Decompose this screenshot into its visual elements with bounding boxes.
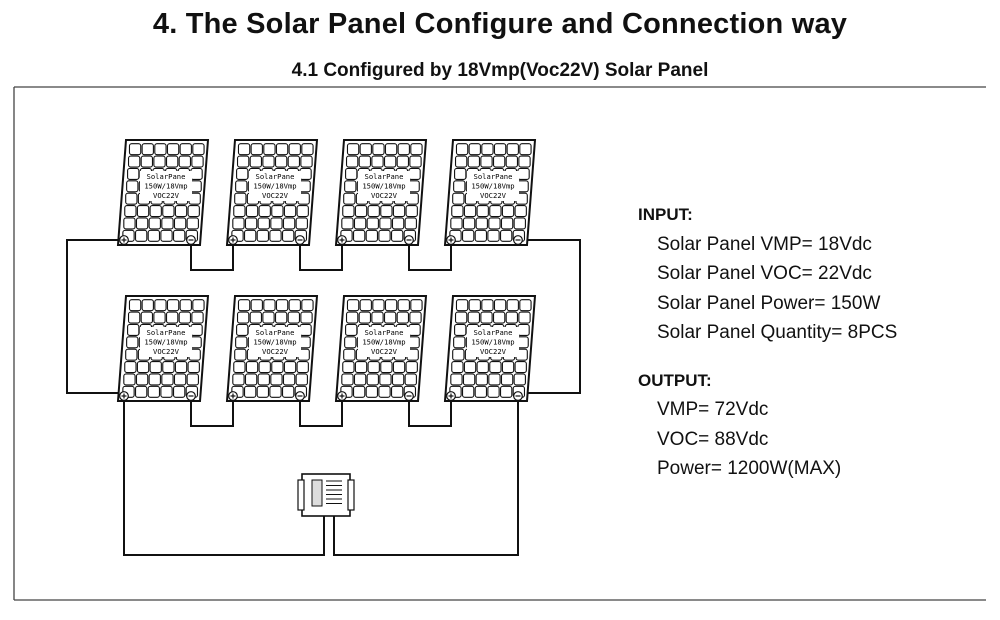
panel-label-line2: 150W/18Vmp bbox=[144, 182, 187, 191]
input-item-voc: Solar Panel VOC= 22Vdc bbox=[657, 263, 872, 284]
panel-label-line1: SolarPane bbox=[365, 172, 404, 181]
input-heading: INPUT: bbox=[638, 205, 693, 224]
panel-label-line2: 150W/18Vmp bbox=[471, 182, 514, 191]
positive-terminal-icon bbox=[337, 391, 347, 401]
panel-label-line3: VOC22V bbox=[153, 191, 180, 200]
negative-terminal-icon bbox=[186, 391, 196, 401]
panel-label-line3: VOC22V bbox=[262, 191, 289, 200]
wire bbox=[123, 396, 325, 556]
panel-label-line3: VOC22V bbox=[371, 191, 398, 200]
panel-label-line1: SolarPane bbox=[365, 328, 404, 337]
panel-label-line1: SolarPane bbox=[474, 328, 513, 337]
panel-label-line1: SolarPane bbox=[147, 172, 186, 181]
wire bbox=[190, 396, 234, 427]
negative-terminal-icon bbox=[295, 235, 305, 245]
panel-label-line3: VOC22V bbox=[480, 347, 507, 356]
panel-label-line3: VOC22V bbox=[480, 191, 507, 200]
panel-label-line3: VOC22V bbox=[153, 347, 180, 356]
negative-terminal-icon bbox=[295, 391, 305, 401]
wire bbox=[190, 240, 234, 271]
page-subtitle: 4.1 Configured by 18Vmp(Voc22V) Solar Pa… bbox=[291, 60, 709, 81]
wire bbox=[408, 240, 452, 271]
wire bbox=[299, 240, 343, 271]
negative-terminal-icon bbox=[513, 235, 523, 245]
negative-terminal-icon bbox=[404, 391, 414, 401]
wire bbox=[333, 396, 519, 556]
panel-label-line2: 150W/18Vmp bbox=[362, 338, 405, 347]
panel-label-line2: 150W/18Vmp bbox=[471, 338, 514, 347]
panel-label-line1: SolarPane bbox=[256, 172, 295, 181]
input-item-quantity: Solar Panel Quantity= 8PCS bbox=[657, 322, 898, 343]
negative-terminal-icon bbox=[404, 235, 414, 245]
output-item-vmp: VMP= 72Vdc bbox=[657, 399, 769, 420]
output-heading: OUTPUT: bbox=[638, 370, 712, 390]
page-title: 4. The Solar Panel Configure and Connect… bbox=[152, 8, 848, 40]
panel-label-line1: SolarPane bbox=[474, 172, 513, 181]
positive-terminal-icon bbox=[228, 391, 238, 401]
positive-terminal-icon bbox=[446, 235, 456, 245]
positive-terminal-icon bbox=[337, 235, 347, 245]
positive-terminal-icon bbox=[446, 391, 456, 401]
negative-terminal-icon bbox=[513, 391, 523, 401]
panel-label-line2: 150W/18Vmp bbox=[362, 182, 405, 191]
panel-label-line3: VOC22V bbox=[262, 347, 289, 356]
wire bbox=[299, 396, 343, 427]
panel-label-line2: 150W/18Vmp bbox=[253, 338, 296, 347]
wiring bbox=[66, 239, 581, 556]
charge-controller-icon bbox=[297, 473, 355, 517]
input-item-power: Solar Panel Power= 150W bbox=[657, 292, 881, 314]
panel-label-line2: 150W/18Vmp bbox=[253, 182, 296, 191]
wire bbox=[66, 239, 124, 394]
panel-label-line1: SolarPane bbox=[256, 328, 295, 337]
negative-terminal-icon bbox=[186, 235, 196, 245]
output-item-voc: VOC= 88Vdc bbox=[657, 428, 769, 450]
panel-label-line1: SolarPane bbox=[147, 328, 186, 337]
wire bbox=[408, 396, 452, 427]
panel-label-line3: VOC22V bbox=[371, 347, 398, 356]
diagram-frame bbox=[13, 86, 986, 601]
spec-block: INPUT: Solar Panel VMP= 18Vdc Solar Pane… bbox=[638, 200, 897, 484]
positive-terminal-icon bbox=[119, 391, 129, 401]
solar-panel-array: SolarPane150W/18VmpVOC22VSolarPane150W/1… bbox=[116, 139, 537, 402]
positive-terminal-icon bbox=[228, 235, 238, 245]
positive-terminal-icon bbox=[119, 235, 129, 245]
panel-label-line2: 150W/18Vmp bbox=[144, 338, 187, 347]
input-item-vmp: Solar Panel VMP= 18Vdc bbox=[657, 233, 872, 255]
output-item-power: Power= 1200W(MAX) bbox=[657, 458, 842, 479]
